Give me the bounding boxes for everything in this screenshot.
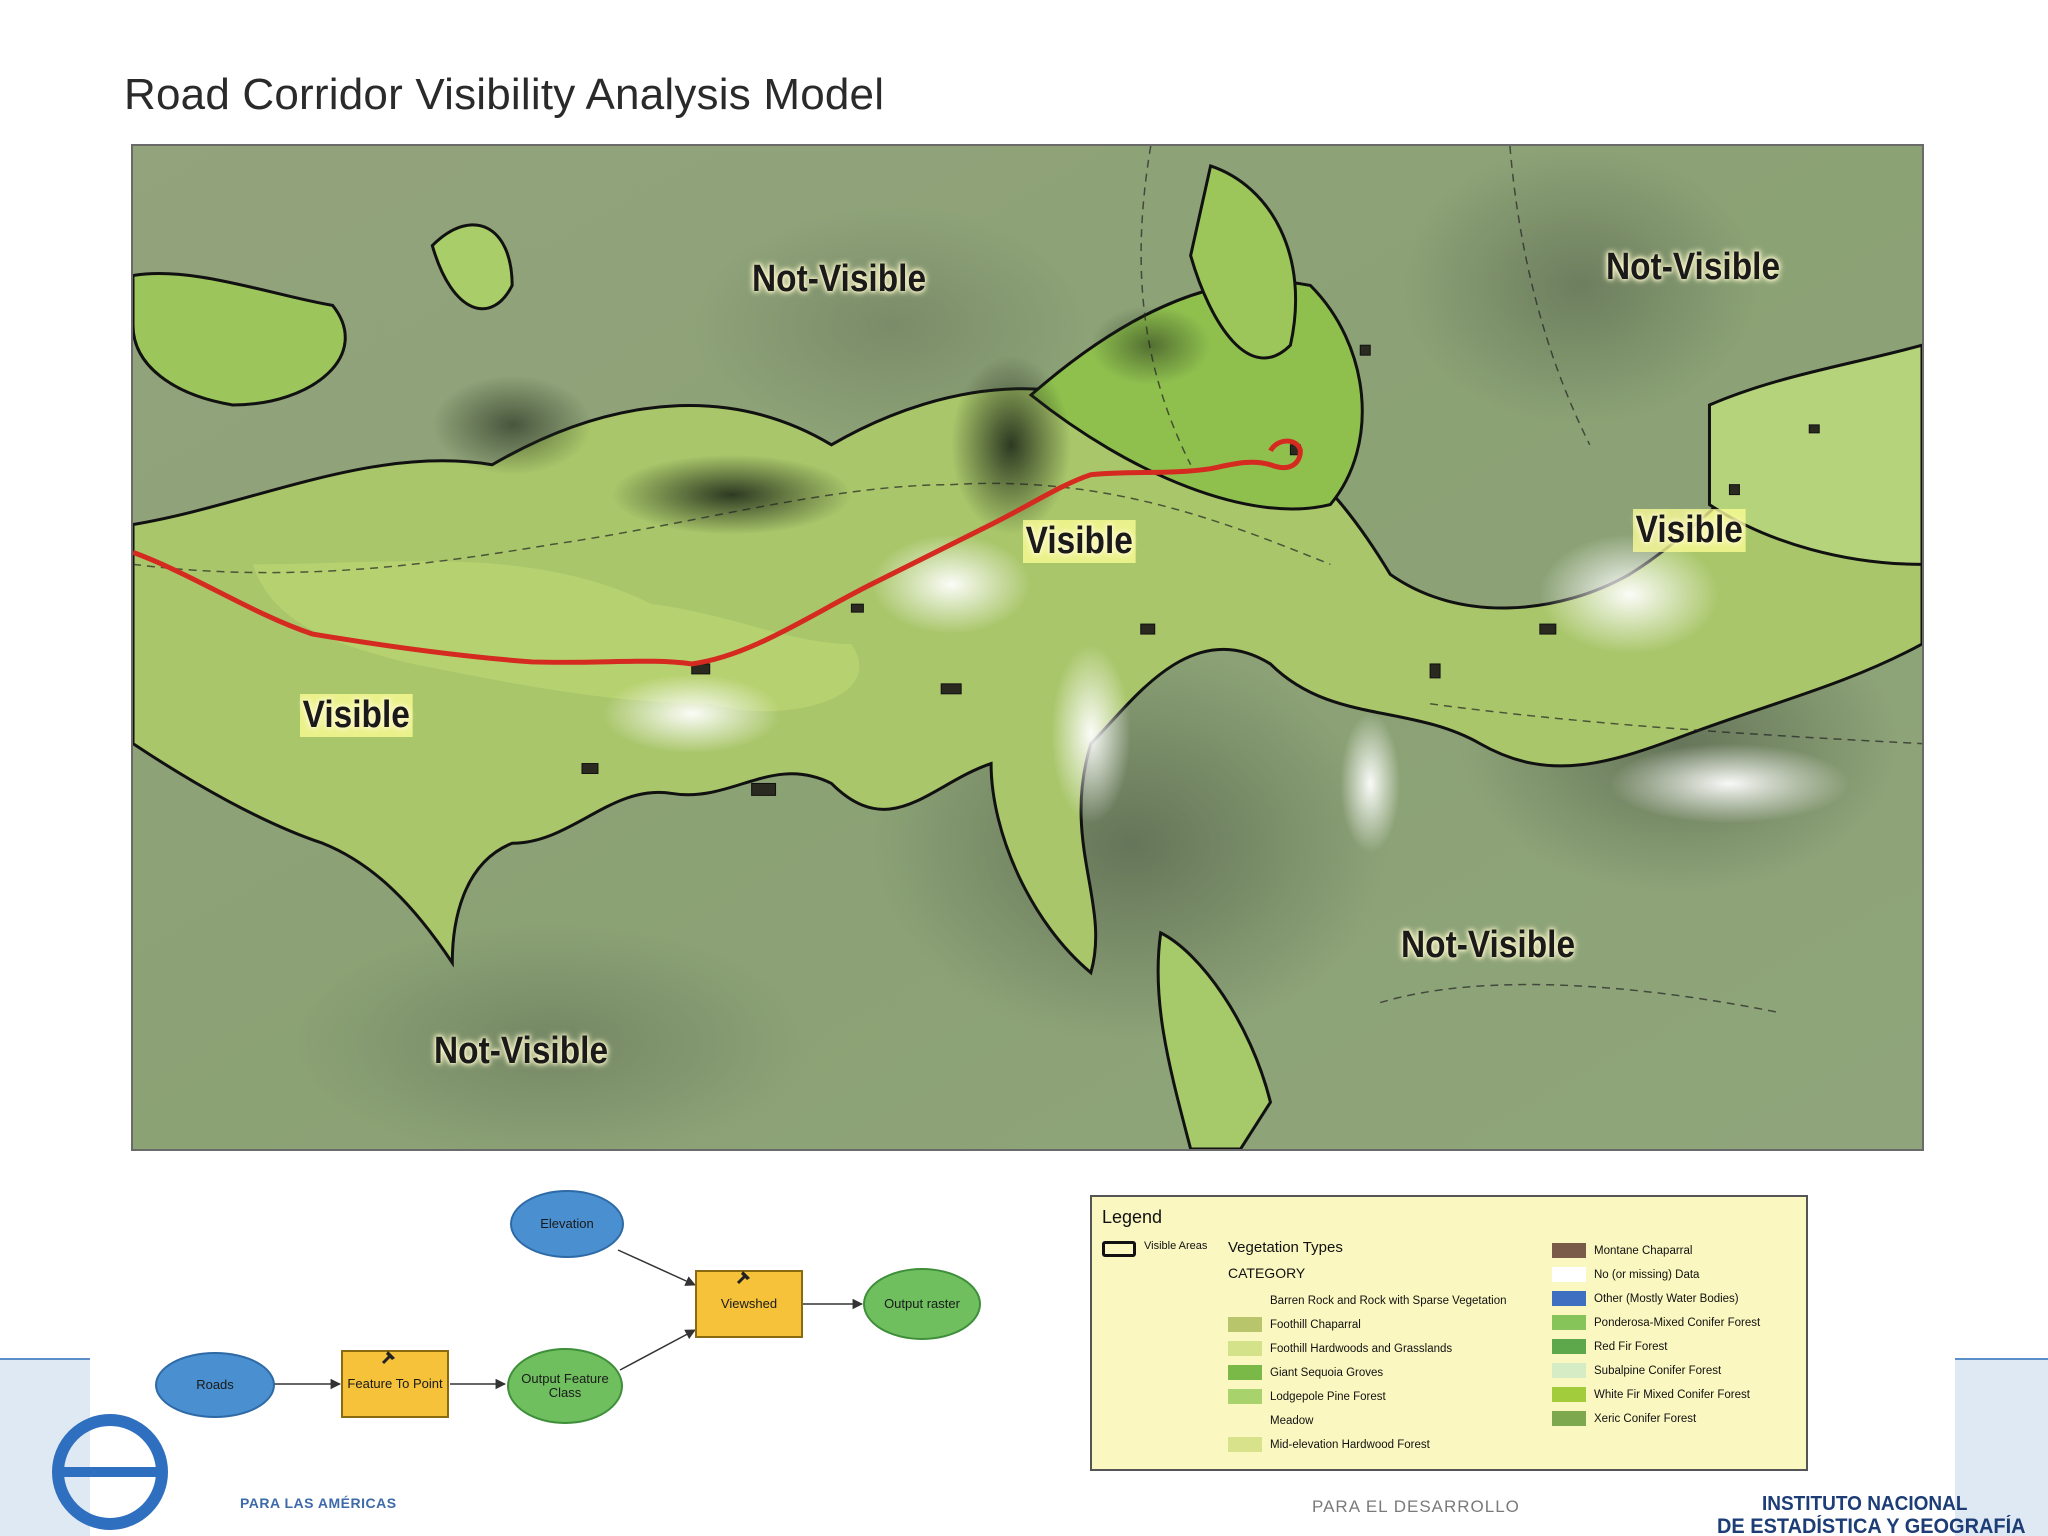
footer-center-text: PARA EL DESARROLLO — [1312, 1497, 1520, 1516]
legend-item-label: White Fir Mixed Conifer Forest — [1594, 1388, 1750, 1401]
legend-title: Legend — [1102, 1207, 1163, 1227]
legend-item-label: Mid-elevation Hardwood Forest — [1270, 1438, 1430, 1451]
legend-swatch — [1552, 1291, 1586, 1306]
legend-visible-areas-swatch — [1102, 1241, 1136, 1257]
legend-swatch — [1228, 1341, 1262, 1356]
model-diagram: Elevation Roads Feature To Point Output … — [150, 1180, 1000, 1440]
legend-item: Foothill Hardwoods and Grasslands — [1228, 1341, 1452, 1356]
legend-item: Red Fir Forest — [1552, 1339, 1668, 1354]
organization-logo-left — [52, 1414, 168, 1530]
legend-item: Giant Sequoia Groves — [1228, 1365, 1383, 1380]
legend-item: Mid-elevation Hardwood Forest — [1228, 1437, 1430, 1452]
legend-swatch — [1228, 1293, 1262, 1308]
model-connectors — [274, 1249, 864, 1390]
legend-item-label: Subalpine Conifer Forest — [1594, 1364, 1722, 1377]
legend-item-label: No (or missing) Data — [1594, 1268, 1700, 1281]
legend-item-label: Other (Mostly Water Bodies) — [1594, 1292, 1739, 1305]
node-output-raster[interactable]: Output raster — [863, 1268, 981, 1340]
legend-item: Lodgepole Pine Forest — [1228, 1389, 1386, 1404]
legend-swatch — [1228, 1317, 1262, 1332]
legend-swatch — [1552, 1339, 1586, 1354]
legend-vegetation-title: Vegetation Types — [1228, 1239, 1343, 1256]
page-title: Road Corridor Visibility Analysis Model — [124, 70, 885, 119]
legend-swatch — [1552, 1363, 1586, 1378]
legend-category-header: CATEGORY — [1228, 1265, 1306, 1281]
connector-elevation-to-viewshed — [617, 1249, 696, 1286]
legend-item-label: Barren Rock and Rock with Sparse Vegetat… — [1270, 1294, 1507, 1307]
legend-item: Barren Rock and Rock with Sparse Vegetat… — [1228, 1293, 1507, 1308]
hammer-icon — [736, 1271, 750, 1285]
map-label-visible-1: Visible — [1023, 520, 1136, 563]
legend-item: Ponderosa-Mixed Conifer Forest — [1552, 1315, 1760, 1330]
legend-item: White Fir Mixed Conifer Forest — [1552, 1387, 1750, 1402]
legend-item: Meadow — [1228, 1413, 1313, 1428]
legend-item-label: Ponderosa-Mixed Conifer Forest — [1594, 1316, 1761, 1329]
footer-right-line-1: INSTITUTO NACIONAL — [1762, 1493, 1968, 1515]
footer-rule-right — [1955, 1358, 2048, 1360]
footer-left-text: PARA LAS AMÉRICAS — [240, 1495, 397, 1511]
map-label-visible-3: Visible — [300, 694, 413, 737]
road-line — [133, 438, 1303, 667]
legend-swatch — [1552, 1315, 1586, 1330]
legend-item-label: Foothill Chaparral — [1270, 1318, 1361, 1331]
legend-swatch — [1228, 1389, 1262, 1404]
legend-item: No (or missing) Data — [1552, 1267, 1699, 1282]
connector-output-to-viewshed — [619, 1329, 696, 1371]
map-legend: Legend Visible Areas Vegetation Types CA… — [1090, 1195, 1808, 1471]
legend-item-label: Foothill Hardwoods and Grasslands — [1270, 1342, 1453, 1355]
map-label-not-visible-4: Not-Visible — [434, 1030, 609, 1072]
visibility-map: Not-Visible Not-Visible Visible Visible … — [131, 144, 1924, 1151]
node-viewshed[interactable]: Viewshed — [695, 1270, 803, 1338]
legend-swatch — [1228, 1437, 1262, 1452]
legend-visible-areas-label: Visible Areas — [1144, 1240, 1208, 1252]
legend-item: Foothill Chaparral — [1228, 1317, 1361, 1332]
legend-swatch — [1552, 1267, 1586, 1282]
map-label-visible-2: Visible — [1633, 509, 1746, 552]
map-terrain — [133, 146, 1922, 1149]
legend-item-label: Lodgepole Pine Forest — [1270, 1390, 1386, 1403]
map-label-not-visible-1: Not-Visible — [752, 258, 927, 300]
map-label-not-visible-2: Not-Visible — [1606, 246, 1781, 288]
legend-item-label: Xeric Conifer Forest — [1594, 1412, 1697, 1425]
legend-swatch — [1552, 1243, 1586, 1258]
footer-right-line-2: DE ESTADÍSTICA Y GEOGRAFÍA — [1717, 1515, 2026, 1536]
legend-swatch — [1552, 1411, 1586, 1426]
node-output-feature-class[interactable]: Output Feature Class — [507, 1348, 623, 1424]
node-elevation[interactable]: Elevation — [510, 1190, 624, 1258]
footer-rule-left — [0, 1358, 90, 1360]
legend-item: Xeric Conifer Forest — [1552, 1411, 1696, 1426]
legend-item-label: Red Fir Forest — [1594, 1340, 1668, 1353]
footer-band-right — [1955, 1360, 2048, 1536]
node-feature-to-point[interactable]: Feature To Point — [341, 1350, 449, 1418]
legend-item: Montane Chaparral — [1552, 1243, 1692, 1258]
legend-item: Subalpine Conifer Forest — [1552, 1363, 1721, 1378]
node-roads[interactable]: Roads — [155, 1352, 275, 1418]
legend-item: Other (Mostly Water Bodies) — [1552, 1291, 1739, 1306]
map-label-not-visible-3: Not-Visible — [1401, 924, 1576, 966]
legend-item-label: Giant Sequoia Groves — [1270, 1366, 1384, 1379]
legend-swatch — [1228, 1413, 1262, 1428]
legend-swatch — [1228, 1365, 1262, 1380]
legend-swatch — [1552, 1387, 1586, 1402]
hammer-icon — [381, 1351, 395, 1365]
legend-item-label: Meadow — [1270, 1414, 1314, 1427]
legend-item-label: Montane Chaparral — [1594, 1244, 1693, 1257]
